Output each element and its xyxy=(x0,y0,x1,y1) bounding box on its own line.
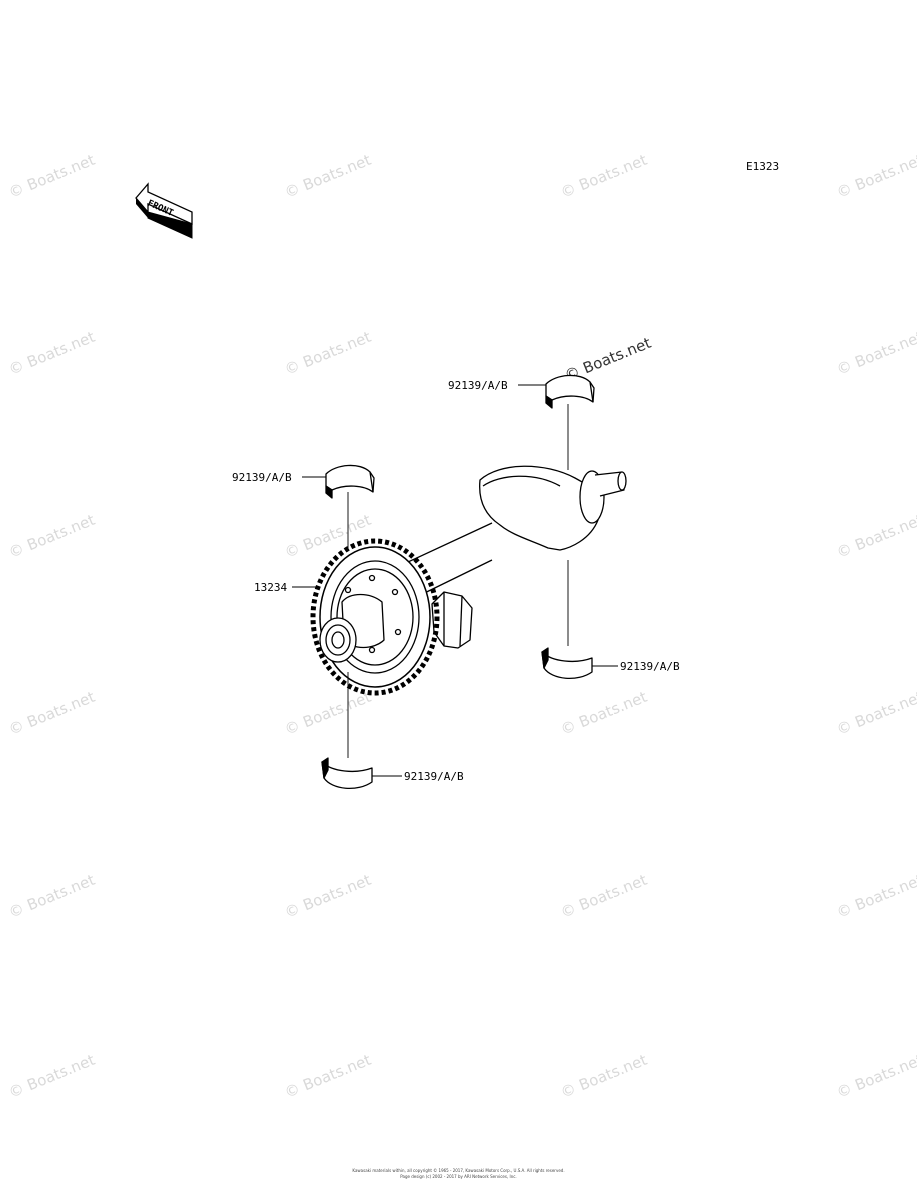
balancer-weight xyxy=(479,465,601,551)
copyright-line-2: Page design (c) 2002 - 2017 by ARI Netwo… xyxy=(400,1174,517,1179)
weight-edge xyxy=(482,475,561,487)
callout-bearing-lower-left[interactable]: 92139/A/B xyxy=(404,770,464,783)
bearing-lower-left xyxy=(321,761,373,789)
gear-teeth xyxy=(310,538,440,696)
callout-gear[interactable]: 13234 xyxy=(254,581,288,594)
copyright-line-1: Kawasaki materials within, all copyright… xyxy=(352,1168,565,1173)
front-arrow-icon: FRONT xyxy=(135,182,193,239)
callout-bearing-upper-right[interactable]: 92139/A/B xyxy=(448,379,508,392)
bearing-upper-right xyxy=(545,374,594,403)
callout-bearing-lower-right[interactable]: 92139/A/B xyxy=(620,660,680,673)
diagram-code: E1323 xyxy=(746,160,780,173)
bearing-lower-right xyxy=(541,651,593,679)
copyright-footer: Kawasaki materials within, all copyright… xyxy=(300,1168,617,1180)
callout-bearing-upper-left[interactable]: 92139/A/B xyxy=(232,471,292,484)
bearing-upper-left xyxy=(325,464,374,493)
